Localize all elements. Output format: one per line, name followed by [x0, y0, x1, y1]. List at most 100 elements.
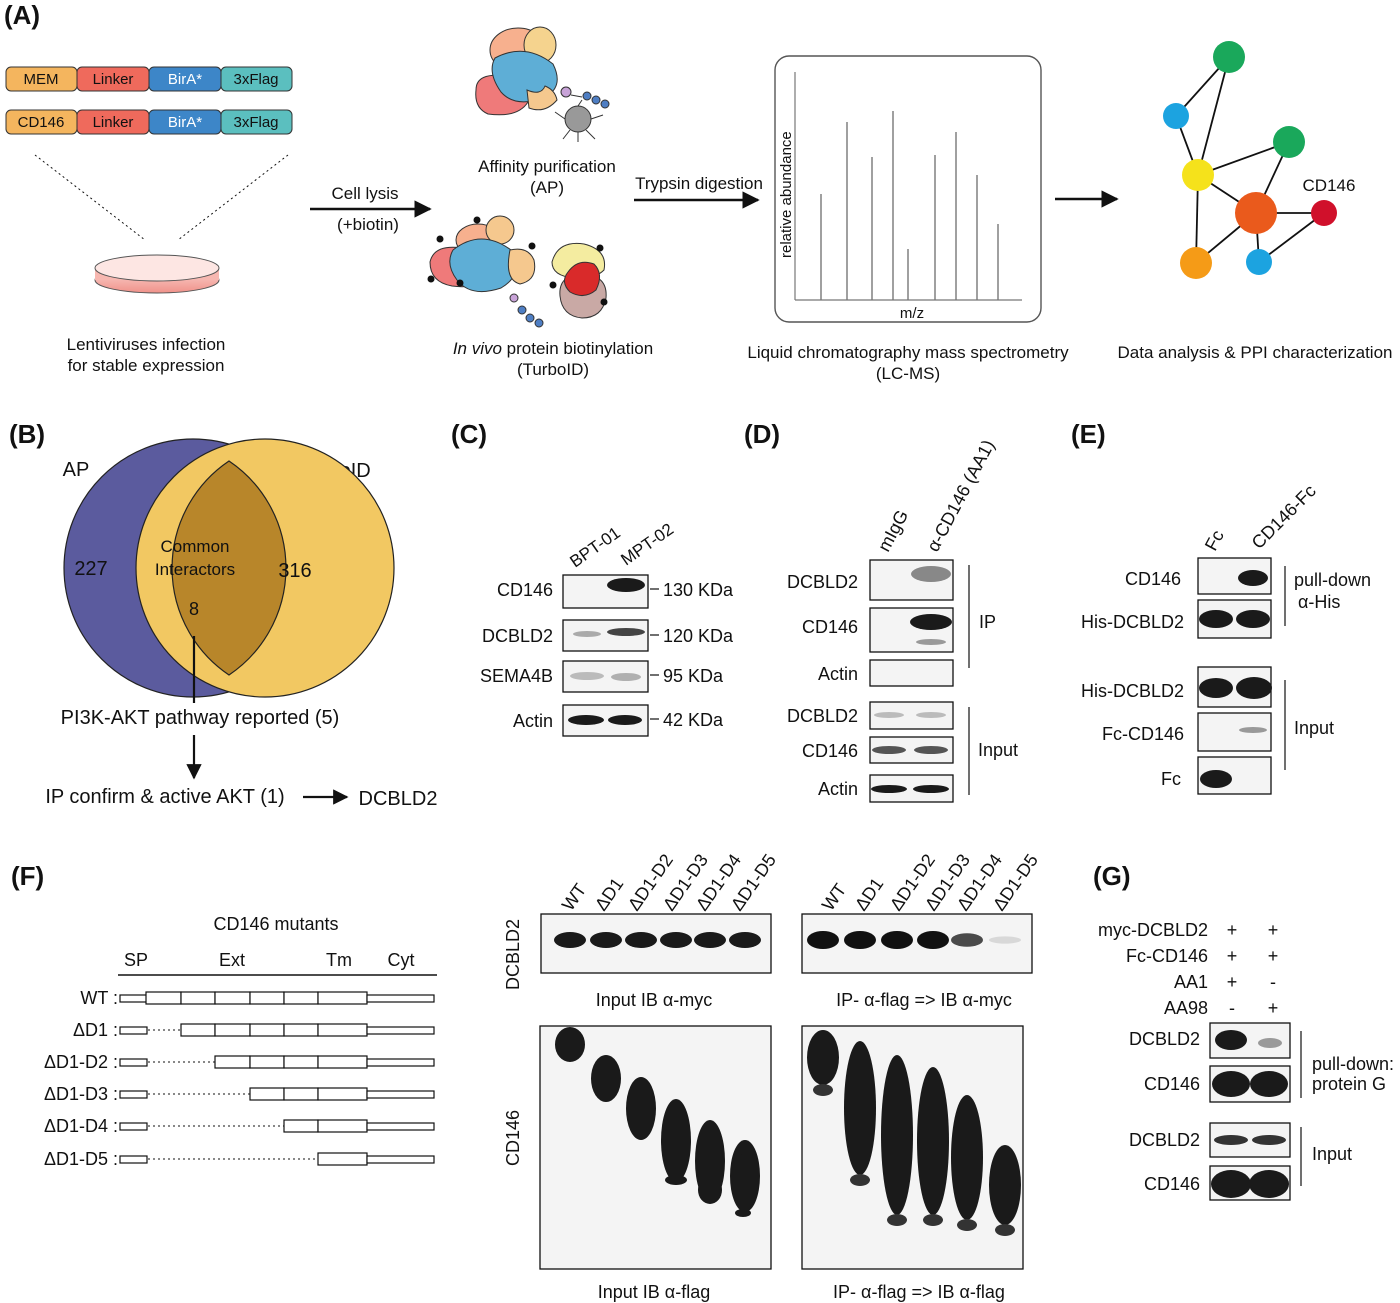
- domain-label: Linker: [93, 71, 134, 88]
- blot-band: [1200, 770, 1232, 788]
- blot-band: [913, 785, 949, 793]
- mw-label: 95 KDa: [663, 666, 724, 686]
- blot-band: [874, 712, 904, 718]
- row-label: Actin: [818, 779, 858, 799]
- row-label: DCBLD2: [787, 706, 858, 726]
- blot-band: [916, 712, 946, 718]
- cell-dish: [94, 254, 220, 294]
- row-label: CD146: [802, 617, 858, 637]
- domain-header: Cyt: [388, 950, 415, 970]
- blot-band: [568, 715, 604, 725]
- ig-domain-box: [283, 1087, 319, 1101]
- network-node: [1273, 126, 1305, 158]
- blot-band: [625, 932, 657, 948]
- row-label: Fc-CD146: [1102, 724, 1184, 744]
- mutant-label: WT :: [80, 988, 118, 1008]
- blot-band: [1215, 1030, 1247, 1050]
- condition-label: myc-DCBLD2: [1098, 920, 1208, 940]
- flow-result: DCBLD2: [359, 788, 438, 810]
- blot-band: [611, 673, 641, 681]
- group1-line2: protein G: [1312, 1074, 1386, 1094]
- blot-ip-myc: [801, 913, 1033, 974]
- blot-band: [989, 1145, 1021, 1225]
- group1-line1: pull-down:: [1312, 1054, 1394, 1074]
- lane-label: CD146-Fc: [1248, 481, 1320, 553]
- panel-e: (E) Fc CD146-Fc CD146 His-DCBLD2 His-DCB…: [1071, 419, 1371, 795]
- condition-lane1: -: [1229, 998, 1235, 1018]
- domain-header: SP: [124, 950, 148, 970]
- mutant-rows: WT :ΔD1 :ΔD1-D2 :ΔD1-D3 :ΔD1-D4 :ΔD1-D5 …: [44, 988, 435, 1169]
- mutant-label: ΔD1-D5 :: [44, 1149, 118, 1169]
- row-label: His-DCBLD2: [1081, 612, 1184, 632]
- blot-band: [608, 715, 642, 725]
- panel-e-label: (E): [1071, 419, 1106, 449]
- blot-band: [807, 931, 839, 949]
- ig-domain-box: [214, 1023, 251, 1037]
- ig-domain-box: [249, 991, 285, 1005]
- blot-band: [951, 1095, 983, 1220]
- domain-label: 3xFlag: [233, 71, 278, 88]
- domain-box: [220, 66, 293, 92]
- blot-band: [850, 1174, 870, 1186]
- panel-a-label: (A): [4, 0, 40, 30]
- blot-band: [730, 1140, 760, 1212]
- row-label: DCBLD2: [482, 626, 553, 646]
- dish-caption-line2: for stable expression: [68, 356, 225, 375]
- blot-input-flag: [539, 1025, 772, 1270]
- ms-peaks: [820, 111, 999, 300]
- ig-domain-box: [180, 1023, 216, 1037]
- domain-label: BirA*: [168, 71, 202, 88]
- mutant-label: ΔD1-D4 :: [44, 1116, 118, 1136]
- turboid-caption-rest: protein biotinylation: [502, 339, 653, 358]
- venn-left-title: AP: [63, 459, 90, 481]
- ig-domain-box: [317, 1119, 368, 1133]
- ig-domain-box: [214, 1055, 251, 1069]
- ig-domain-box: [317, 991, 368, 1005]
- domain-label: BirA*: [168, 114, 202, 131]
- group2-label: Input: [1294, 718, 1334, 738]
- domain-header: Tm: [326, 950, 352, 970]
- blot-band: [917, 931, 949, 949]
- arrow1-label-line1: Cell lysis: [331, 184, 398, 203]
- blot-band: [872, 746, 906, 754]
- panel-d-label: (D): [744, 419, 780, 449]
- ig-domain-box: [317, 1152, 368, 1166]
- panel-d: (D) mIgG α-CD146 (AA1) DCBLD2 CD146 Acti…: [744, 419, 1018, 803]
- arrow1-label-line2: (+biotin): [337, 215, 399, 234]
- network-caption: Data analysis & PPI characterization: [1118, 343, 1393, 362]
- construct-mem: MEM Linker BirA* 3xFlag: [5, 66, 293, 92]
- blot-band: [914, 746, 948, 754]
- mutant-label: ΔD1-D2 :: [44, 1052, 118, 1072]
- ms-caption-line1: Liquid chromatography mass spectrometry: [747, 343, 1069, 362]
- blot-band: [1239, 727, 1267, 733]
- ig-domain-box: [214, 991, 251, 1005]
- panel-g: (G) myc-DCBLD2++Fc-CD146++AA1+-AA98-+ DC…: [1093, 861, 1394, 1201]
- venn-overlap: [171, 460, 287, 676]
- network-node: [1235, 192, 1277, 234]
- row-label: CD146: [1125, 569, 1181, 589]
- caption-input-flag: Input IB α-flag: [598, 1282, 710, 1302]
- blot-band: [607, 578, 645, 592]
- flow-step1: PI3K-AKT pathway reported (5): [61, 707, 340, 729]
- blot-strip: [869, 659, 954, 687]
- blot-band: [910, 614, 952, 630]
- blot-band: [887, 1214, 907, 1226]
- blot-band: [1211, 1170, 1251, 1198]
- blot-band: [881, 931, 913, 949]
- row-label: CD146: [802, 741, 858, 761]
- lane-label: WT: [558, 880, 590, 914]
- ig-domain-box: [249, 1087, 285, 1101]
- lane-label: α-CD146 (AA1): [923, 436, 999, 554]
- mutant-label: ΔD1-D3 :: [44, 1084, 118, 1104]
- condition-lane2: +: [1268, 920, 1279, 940]
- projection-line: [34, 154, 146, 241]
- panel-f: (F) CD146 mutants SP Ext Tm Cyt WT :ΔD1 …: [11, 850, 1042, 1302]
- cytoplasmic-box: [366, 1122, 435, 1131]
- group1-line1: pull-down: [1294, 570, 1371, 590]
- row-label: CD146: [1144, 1174, 1200, 1194]
- blot-band: [555, 1027, 585, 1062]
- ms-x-label: m/z: [900, 305, 924, 322]
- mw-label: 120 KDa: [663, 626, 734, 646]
- blot-band: [916, 639, 946, 645]
